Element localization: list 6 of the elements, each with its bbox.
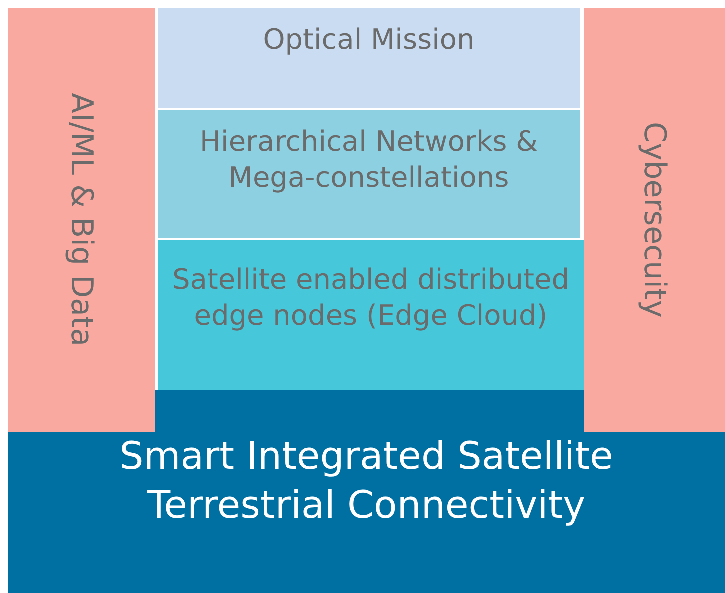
layer-band: Hierarchical Networks & Mega-constellations: [158, 110, 580, 238]
layer-band: Optical Mission: [158, 8, 580, 108]
side-pillar: AI/ML & Big Data: [8, 8, 155, 432]
layer-band: Satellite enabled distributed edge nodes (Edge Cloud): [158, 240, 584, 390]
side-pillar: Cybersecuity: [584, 8, 725, 432]
foundation-layer: Smart Integrated Satellite Terrestrial Connectivity: [8, 390, 725, 593]
